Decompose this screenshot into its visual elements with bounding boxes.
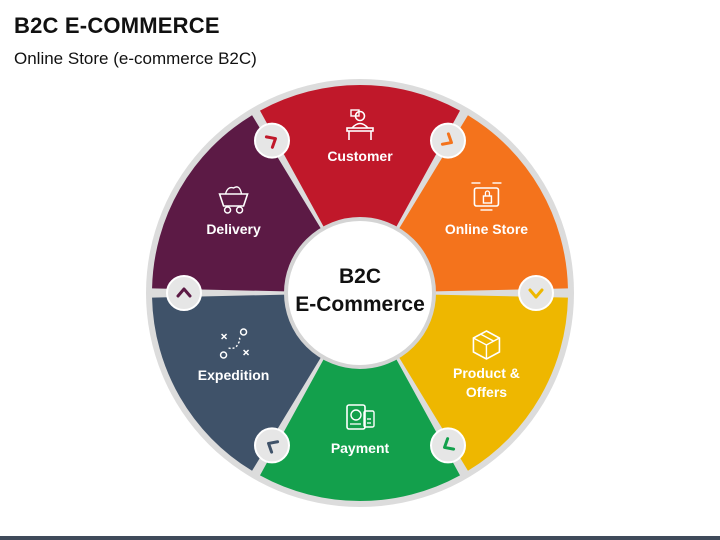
segment-label-4-0: Expedition xyxy=(198,367,270,383)
bottom-bar xyxy=(0,536,720,540)
center-label-line1: B2C xyxy=(339,265,381,288)
customer-desk-icon xyxy=(346,109,374,140)
center-circle xyxy=(284,217,436,369)
product-box-icon xyxy=(472,330,501,360)
segment-wedge-2 xyxy=(398,294,568,471)
segment-wedge-4 xyxy=(152,294,322,471)
chevron-left-icon xyxy=(254,427,290,464)
segment-wedge-5 xyxy=(152,115,322,292)
segment-label-0-0: Customer xyxy=(327,148,393,164)
chevron-down-icon xyxy=(518,275,554,311)
segment-label-2-0: Product & xyxy=(453,365,520,381)
segment-wedge-0 xyxy=(259,85,461,229)
segment-label-3-0: Payment xyxy=(331,440,390,456)
delivery-cart-icon xyxy=(218,186,249,214)
online-store-icon xyxy=(471,182,502,211)
page-title: B2C E-COMMERCE xyxy=(14,13,220,38)
center-label-line2: E-Commerce xyxy=(295,293,425,316)
chevron-down-left-icon xyxy=(430,427,466,464)
payment-icon xyxy=(346,404,375,430)
page-subtitle: Online Store (e-commerce B2C) xyxy=(14,49,257,68)
expedition-route-icon xyxy=(219,328,250,359)
segment-label-5-0: Delivery xyxy=(206,221,261,237)
segment-label-2-1: Offers xyxy=(466,384,507,400)
chevron-right-icon xyxy=(430,122,466,159)
chevron-up-right-icon xyxy=(254,122,290,159)
segment-label-1-0: Online Store xyxy=(445,221,528,237)
chevron-up-icon xyxy=(166,275,202,311)
